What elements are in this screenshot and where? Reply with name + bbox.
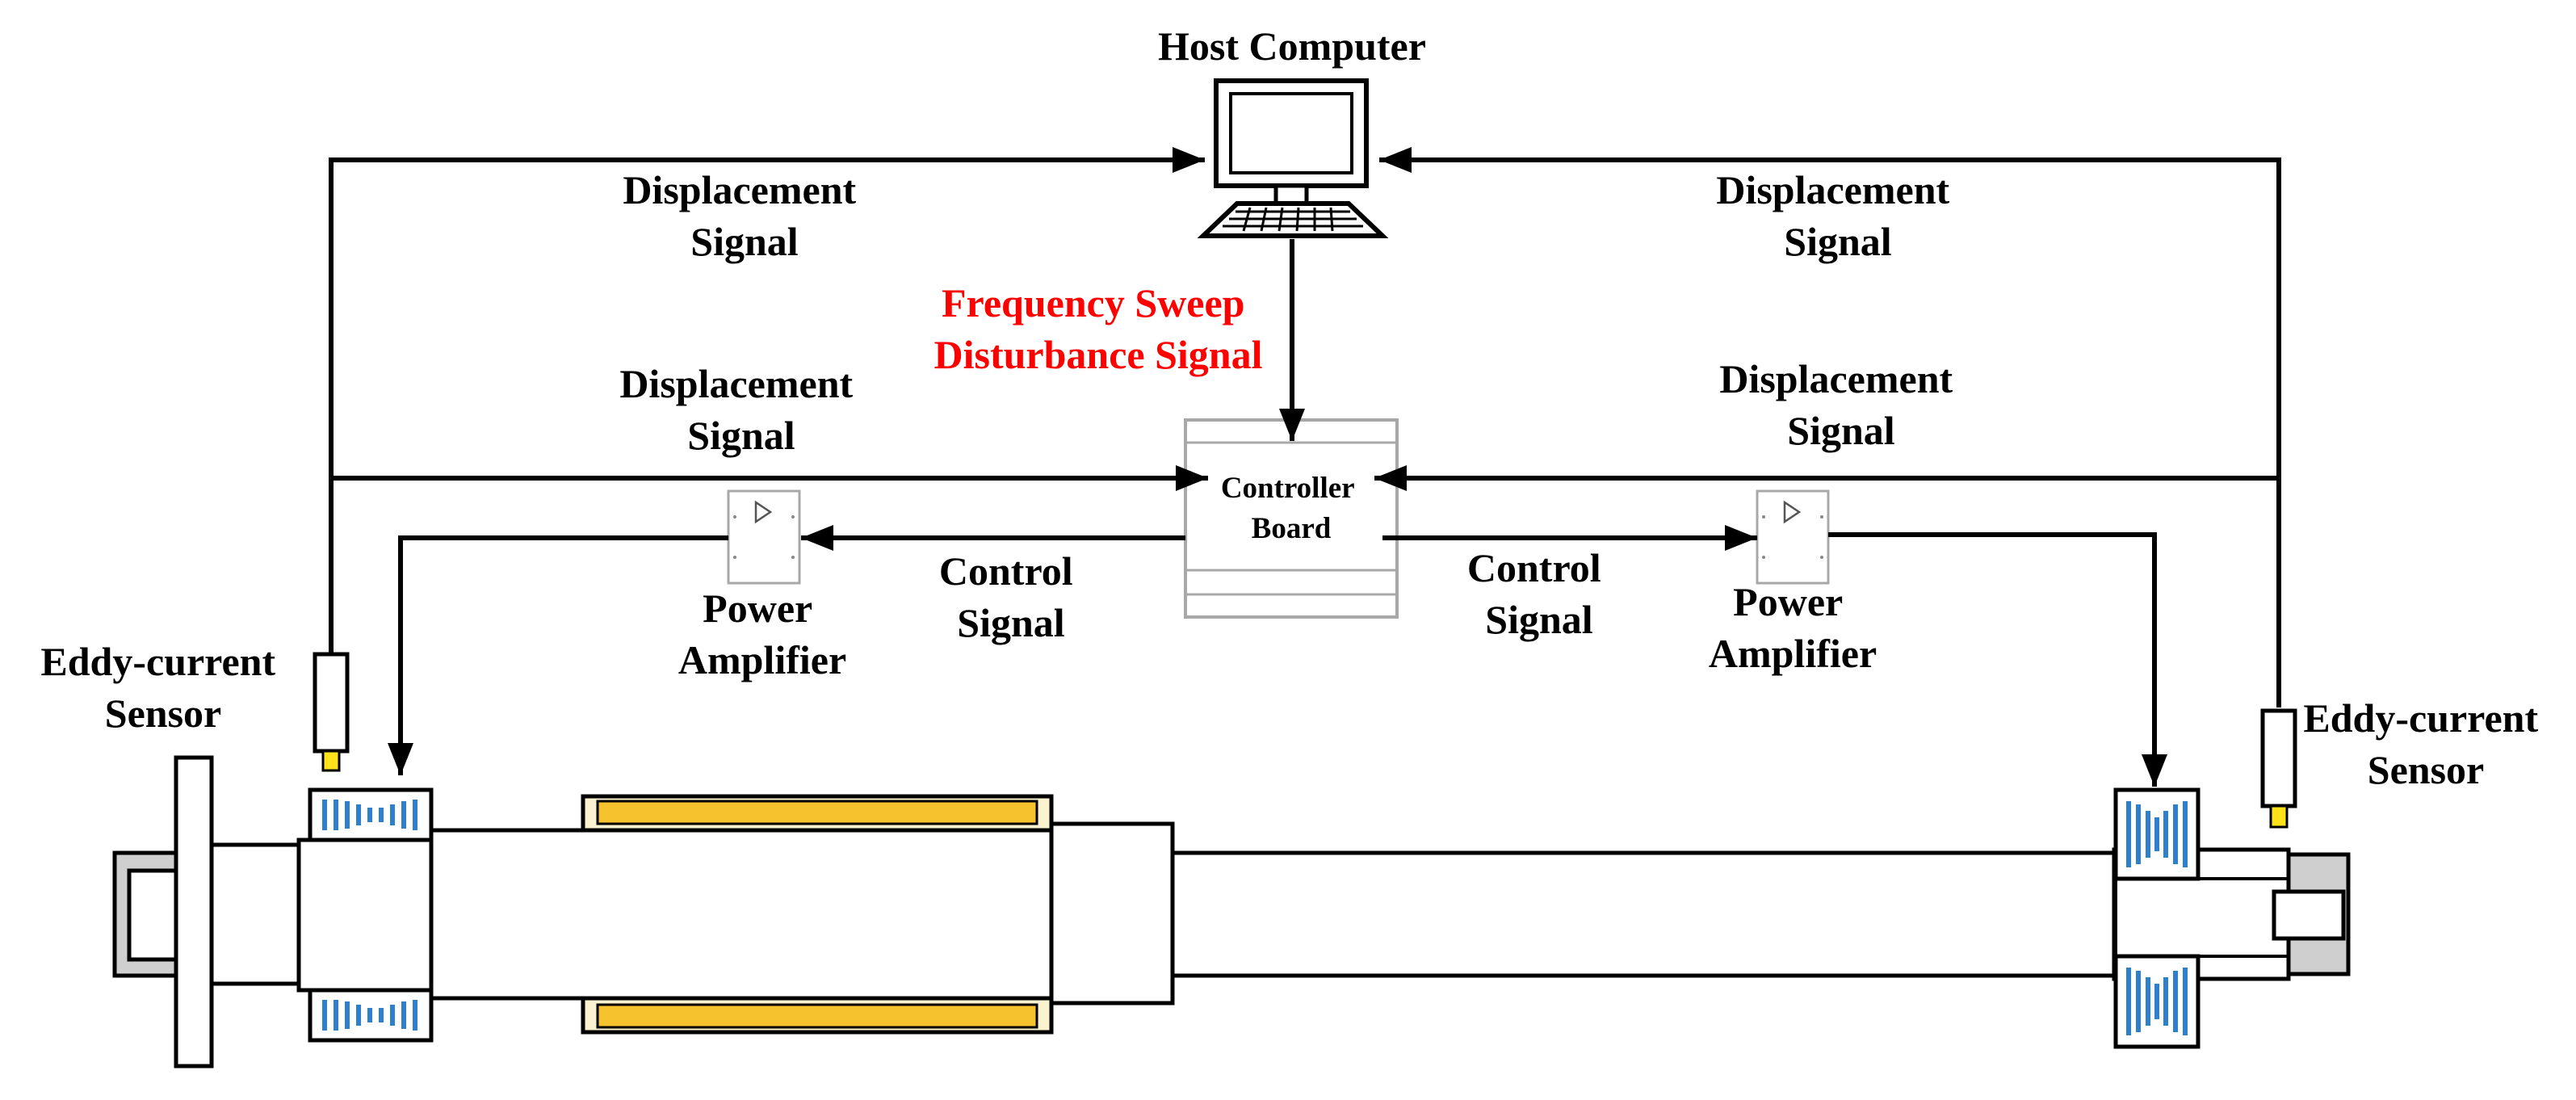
left-bearing-coil-top [308,787,434,842]
displacement-signal-label-top-right: Displacement Signal [1716,167,1959,264]
right-bearing-coil-bottom [2113,954,2201,1049]
right-bearing-coil-top [2113,787,2201,881]
right-displacement-line-to-host [1379,147,2281,707]
left-displacement-line-to-host [329,147,1205,654]
controller-board-label: Controller Board [1221,472,1361,545]
motor-stator [581,794,1054,1035]
displacement-signal-label-mid-left: Displacement Signal [619,361,862,458]
sensor-icon [2260,708,2297,829]
displacement-signal-label-mid-right: Displacement Signal [1719,356,1962,453]
power-amplifier-label-left: Power Amplifier [678,586,846,682]
amplifier-icon [1756,489,1830,585]
power-amplifier-label-right: Power Amplifier [1709,579,1877,676]
control-signal-label-right: Control Signal [1467,545,1611,642]
eddy-current-sensor-label-right: Eddy-current Sensor [2303,695,2548,792]
control-signal-label-left: Control Signal [939,548,1083,645]
amplifier-icon [727,489,801,585]
right-amp-output-line [1828,532,2167,787]
left-amp-output-line [388,535,728,775]
computer-icon [1197,78,1389,238]
host-computer-label: Host Computer [1158,23,1426,69]
eddy-current-sensor-label-left: Eddy-current Sensor [40,639,285,736]
displacement-signal-label-top-left: Displacement Signal [623,167,866,264]
left-bearing-coil-bottom [308,988,434,1043]
rotor-assembly [112,755,2351,1069]
sensor-icon [313,652,350,772]
controller-board [1184,418,1399,619]
frequency-sweep-label: Frequency Sweep Disturbance Signal [933,280,1262,377]
